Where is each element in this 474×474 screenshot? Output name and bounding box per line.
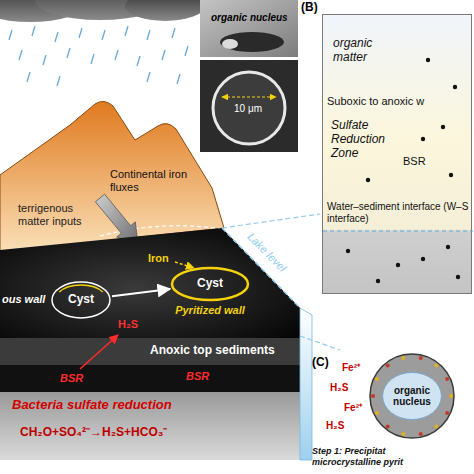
zone-label-holder: Sulfate Reduction Zone [331, 119, 397, 160]
h2s-arrow [80, 335, 118, 369]
chemical-label-holder: Fe²⁺ [344, 402, 362, 414]
chemical-label-holder: H₂S [330, 382, 348, 394]
bsr-label-holder: BSR [403, 155, 426, 168]
anoxic-band [0, 338, 300, 365]
iron-label: Iron [148, 252, 169, 265]
flow-arrow [112, 289, 170, 296]
dark-sediment-band [0, 365, 300, 392]
cyst-circle: Cyst [50, 280, 112, 320]
chemical-label-holder: Fe²⁺ [342, 362, 360, 374]
equation-label-holder: CH₂O+SO₄²⁻→H₂S+HCO₃⁻ [20, 426, 167, 440]
mountains [0, 101, 224, 252]
terrigenous-arrow [95, 194, 138, 244]
wall-label-holder: ous wall [2, 293, 45, 306]
panel-letter: (C) [312, 356, 329, 370]
cyst-label: Cyst [197, 277, 223, 291]
layer-label-holder: Anoxic top sediments [150, 344, 275, 358]
zone-label: Sulfate Reduction Zone [331, 119, 397, 160]
scale-label: 10 μm [234, 103, 262, 115]
chemical-label: Fe²⁺ [344, 402, 362, 414]
input-label-holder: terrigenous matter inputs [18, 202, 100, 227]
lake-top-face [0, 228, 300, 338]
lake-level-gauge [300, 308, 312, 460]
input-label: terrigenous matter inputs [18, 202, 100, 227]
pyritized-cyst-circle: CystPyritized wall [170, 266, 250, 302]
layer-label: Anoxic top sediments [150, 344, 275, 358]
bsr-label-holder: BSR [60, 372, 83, 385]
zone-label-holder: organic matter [333, 37, 385, 65]
chemical-label-holder: H₂S [326, 420, 344, 432]
zone-label: Suboxic to anoxic w [327, 95, 424, 108]
chemical-label: H₂S [118, 318, 138, 331]
iron-label-holder: Iron [148, 252, 169, 265]
wall-label: Pyritized wall [160, 304, 260, 317]
sem-image-top [200, 0, 298, 57]
pyrite-framboid-circle: organic nucleus [368, 352, 456, 440]
cyst-label: Cyst [68, 293, 94, 307]
chemical-label: H₂S [330, 382, 348, 394]
flux-label-holder: Continental iron fluxes [110, 168, 188, 193]
interface-label-holder: Water–sediment interface (W–S interface) [327, 201, 469, 224]
rain-cloud [0, 0, 205, 22]
image-label-holder: organic nucleus [211, 12, 288, 24]
bsr-label: BSR [186, 370, 209, 383]
water-column-panel: organic matterSuboxic to anoxic w Sulfate… [322, 14, 472, 294]
flux-label: Continental iron fluxes [110, 168, 188, 193]
process-label: Bacteria sulfate reduction [12, 398, 172, 413]
zoom-line-b [222, 214, 320, 228]
chemical-label-holder: H₂S [118, 318, 138, 331]
interface-label: Water–sediment interface (W–S interface) [327, 201, 469, 224]
wall-label-holder: Pyritized wall [160, 304, 260, 317]
image-label: organic nucleus [211, 12, 288, 24]
sem-image-bottom [200, 60, 298, 152]
iron-arrow [175, 262, 194, 268]
sediment-block [0, 392, 300, 460]
chemical-label: H₂S [326, 420, 344, 432]
bsr-label: BSR [403, 155, 426, 168]
panel-letter: (B) [301, 1, 318, 15]
scale-label-holder: 10 μm [234, 103, 262, 115]
bsr-label: BSR [60, 372, 83, 385]
rain-drops [9, 26, 188, 86]
nucleus-label: organic nucleus [386, 385, 438, 408]
step-label-holder: Step 1: Precipitat microcrystalline pyri… [312, 446, 437, 468]
chemical-label: Fe²⁺ [342, 362, 360, 374]
panel-letter-holder: (B) [301, 1, 318, 15]
zoom-line-c [300, 336, 340, 350]
process-label-holder: Bacteria sulfate reduction [12, 398, 172, 413]
zone-label: organic matter [333, 37, 385, 65]
equation-label: CH₂O+SO₄²⁻→H₂S+HCO₃⁻ [20, 426, 167, 440]
step-label: Step 1: Precipitat microcrystalline pyri… [312, 446, 437, 468]
panel-letter-holder: (C) [312, 356, 329, 370]
bsr-label-holder: BSR [186, 370, 209, 383]
zone-label-holder: Suboxic to anoxic w [327, 95, 424, 108]
wall-label: ous wall [2, 293, 45, 306]
